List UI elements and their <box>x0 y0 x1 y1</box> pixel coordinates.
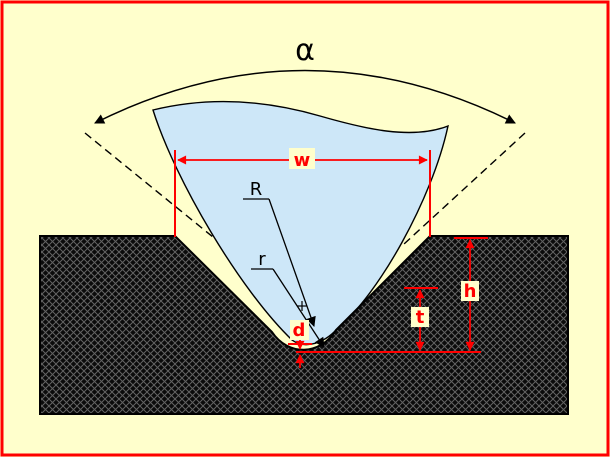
radius-large-label: R <box>250 179 263 200</box>
material-block <box>39 235 569 415</box>
cone-extension-line-left <box>84 132 225 247</box>
depth-t-label: t <box>416 307 425 328</box>
gap-d-label-box <box>290 320 309 340</box>
radius-small-label: r <box>258 249 266 270</box>
radius-small-leader <box>272 268 325 348</box>
depth-h-label-box <box>461 281 479 301</box>
depth-t-label-box <box>411 307 429 327</box>
gap-d-label: d <box>293 320 306 341</box>
depth-h-label: h <box>464 281 477 302</box>
alpha-angle-arc <box>94 69 516 124</box>
radius-center-mark <box>297 301 307 311</box>
width-label: w <box>294 150 311 171</box>
radius-large-leader <box>268 198 316 327</box>
cone-extension-line-right <box>403 132 526 245</box>
alpha-label: α <box>295 33 315 68</box>
width-label-box <box>289 148 315 169</box>
